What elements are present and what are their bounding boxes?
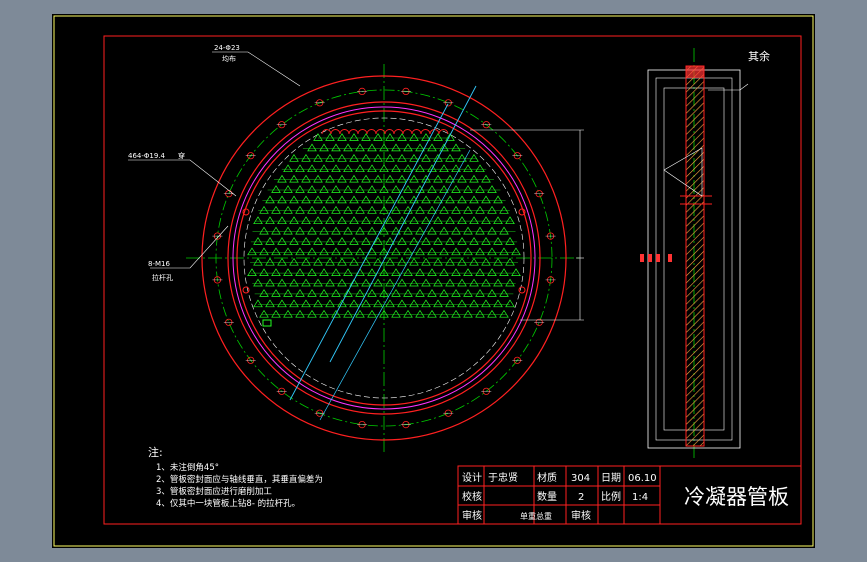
height-dimension: [470, 129, 584, 321]
side-dimension-marks: [640, 254, 672, 262]
tb-cell: 2: [578, 492, 584, 503]
tb-cell: 设计: [462, 471, 482, 484]
technical-notes: 注: 1、未注倒角45° 2、管板密封面应与轴线垂直，其垂直偏差为 3、管板密封…: [148, 445, 323, 509]
tb-cell: 审核: [571, 509, 591, 522]
drawing-border: [103, 35, 802, 525]
tie-rod-callout: 8-M16: [148, 260, 170, 268]
tb-cell: 于忠贤: [488, 472, 518, 484]
seal-face-circle-2: [232, 106, 536, 410]
tie-rod-note: 拉杆孔: [152, 273, 173, 282]
chamfer-detail: [663, 147, 703, 197]
tube-holes-mark: 穿: [178, 151, 185, 160]
tube-sheet-side-view: [640, 48, 749, 460]
tb-cell: 校核: [462, 490, 482, 503]
tb-cell: 比例: [601, 490, 621, 503]
bolt-holes-note: 均布: [222, 54, 236, 63]
tb-cell: 06.10: [628, 473, 657, 484]
section-cut-line-3: [319, 149, 471, 421]
drawing-title: 冷凝器管板: [684, 485, 789, 509]
tie-rod-holes: [242, 208, 526, 327]
tube-sheet-front-view: [128, 51, 584, 452]
tb-cell: 304: [571, 473, 590, 484]
title-block: 设计 于忠贤 材质 304 日期 06.10 校核 数量 2 比例 1:4 审核…: [457, 465, 802, 525]
tube-holes-callout: 464-Φ19.4: [128, 152, 166, 160]
bolt-circle: [215, 89, 553, 427]
note-item: 4、仅其中一块管板上钻8- 的拉杆孔。: [156, 498, 300, 509]
leader-lines: [128, 51, 301, 269]
tb-cell: 日期: [601, 472, 621, 484]
section-hatch: [685, 65, 705, 447]
tb-cell: 1:4: [632, 492, 648, 503]
outer-frame: [53, 15, 814, 547]
notes-heading: 注:: [148, 445, 163, 459]
tube-hole-pattern: [247, 133, 521, 318]
note-item: 1、未注倒角45°: [156, 462, 219, 473]
bolt-holes: [212, 87, 556, 429]
seal-face-circle-1: [227, 101, 541, 415]
seal-face-circle-3: [236, 110, 532, 406]
tb-cell: 单重总重: [520, 511, 552, 521]
section-cut-line-2: [289, 103, 449, 401]
section-hatch-top: [686, 66, 704, 78]
tie-rod-circle: [243, 117, 525, 399]
note-item: 2、管板密封面应与轴线垂直，其垂直偏差为: [156, 474, 323, 485]
tb-cell: 审核: [462, 509, 482, 522]
surface-finish-mark: 其余: [748, 49, 770, 63]
tb-cell: 材质: [537, 471, 557, 484]
bolt-holes-callout: 24-Φ23: [214, 44, 240, 52]
outer-edge-circle: [201, 75, 567, 441]
tb-cell: 数量: [537, 490, 557, 503]
section-cut-line-1: [329, 85, 477, 363]
note-item: 3、管板密封面应进行磨削加工: [156, 486, 272, 497]
